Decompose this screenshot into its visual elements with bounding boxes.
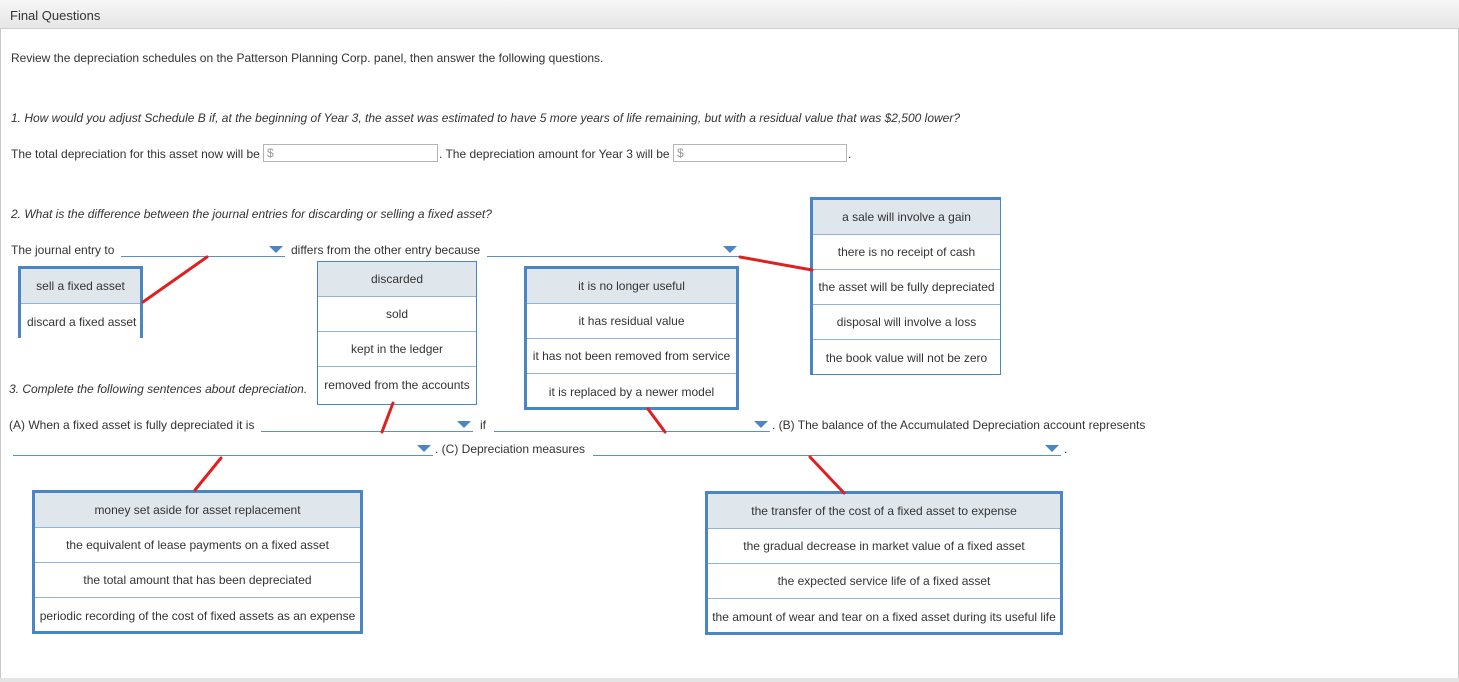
q3-label-if: if	[480, 418, 486, 432]
option-sell-fixed-asset[interactable]: sell a fixed asset	[21, 269, 140, 304]
option-kept-in-ledger[interactable]: kept in the ledger	[318, 332, 476, 367]
question-1: 1. How would you adjust Schedule B if, a…	[11, 111, 960, 125]
option-replaced-newer-model[interactable]: it is replaced by a newer model	[548, 384, 715, 399]
asset-state-options: discarded sold kept in the ledger remove…	[317, 261, 477, 405]
chevron-down-icon	[457, 421, 471, 428]
question-3: 3. Complete the following sentences abou…	[9, 382, 308, 396]
accumulated-balance-select[interactable]	[13, 445, 433, 456]
option-no-longer-useful[interactable]: it is no longer useful	[527, 269, 736, 304]
option-expected-service-life[interactable]: the expected service life of a fixed ass…	[708, 564, 1060, 599]
option-sale-gain[interactable]: a sale will involve a gain	[813, 200, 1000, 235]
option-market-value-decrease[interactable]: the gradual decrease in market value of …	[708, 529, 1060, 564]
title-bar: Final Questions	[0, 0, 1459, 29]
option-lease-equivalent[interactable]: the equivalent of lease payments on a fi…	[35, 528, 360, 563]
chevron-down-icon	[417, 445, 431, 452]
window-title: Final Questions	[10, 8, 101, 23]
q3-label-b: . (B) The balance of the Accumulated Dep…	[772, 418, 1146, 432]
depreciation-measures-select[interactable]	[593, 445, 1061, 456]
chevron-down-icon	[1045, 445, 1059, 452]
intro-text: Review the depreciation schedules on the…	[11, 51, 604, 65]
option-removed-from-accounts[interactable]: removed from the accounts	[324, 377, 470, 392]
option-transfer-cost[interactable]: the transfer of the cost of a fixed asse…	[708, 494, 1060, 529]
q2-start-label: The journal entry to	[11, 243, 115, 257]
q1-year3-label: . The depreciation amount for Year 3 wil…	[439, 147, 670, 161]
option-discard-fixed-asset[interactable]: discard a fixed asset	[27, 314, 137, 329]
option-no-receipt-cash[interactable]: there is no receipt of cash	[813, 235, 1000, 270]
option-periodic-recording[interactable]: periodic recording of the cost of fixed …	[39, 608, 356, 623]
option-sold[interactable]: sold	[318, 297, 476, 332]
total-depreciation-input[interactable]: $	[263, 144, 438, 162]
chevron-down-icon	[723, 246, 737, 253]
q1-end: .	[848, 147, 852, 161]
journal-entry-options: sell a fixed asset discard a fixed asset	[18, 266, 143, 338]
option-money-set-aside[interactable]: money set aside for asset replacement	[35, 493, 360, 528]
option-fully-depreciated[interactable]: the asset will be fully depreciated	[813, 270, 1000, 305]
bottom-bar	[0, 678, 1459, 682]
chevron-down-icon	[754, 421, 768, 428]
option-has-residual-value[interactable]: it has residual value	[527, 304, 736, 339]
reason-options: a sale will involve a gain there is no r…	[810, 197, 1001, 375]
q1-total-label: The total depreciation for this asset no…	[11, 147, 260, 161]
depreciation-measures-options: the transfer of the cost of a fixed asse…	[705, 491, 1063, 635]
option-wear-and-tear[interactable]: the amount of wear and tear on a fixed a…	[712, 609, 1056, 624]
question-2: 2. What is the difference between the jo…	[11, 207, 492, 221]
reason-select[interactable]	[487, 246, 739, 257]
q3-label-c: . (C) Depreciation measures	[435, 442, 586, 456]
journal-entry-select[interactable]	[121, 246, 285, 257]
option-discarded[interactable]: discarded	[318, 262, 476, 297]
option-total-depreciated[interactable]: the total amount that has been depreciat…	[35, 563, 360, 598]
chevron-down-icon	[269, 246, 283, 253]
asset-condition-options: it is no longer useful it has residual v…	[524, 266, 739, 410]
year3-depreciation-input[interactable]: $	[673, 144, 847, 162]
q3-label-a: (A) When a fixed asset is fully deprecia…	[9, 418, 255, 432]
q3-end: .	[1064, 442, 1068, 456]
option-disposal-loss[interactable]: disposal will involve a loss	[813, 305, 1000, 340]
accumulated-balance-options: money set aside for asset replacement th…	[32, 490, 363, 634]
option-not-removed-from-service[interactable]: it has not been removed from service	[527, 339, 736, 374]
q2-mid-label: differs from the other entry because	[291, 243, 481, 257]
asset-state-select[interactable]	[261, 421, 473, 432]
option-book-value-not-zero[interactable]: the book value will not be zero	[825, 350, 988, 365]
asset-condition-select[interactable]	[494, 421, 770, 432]
